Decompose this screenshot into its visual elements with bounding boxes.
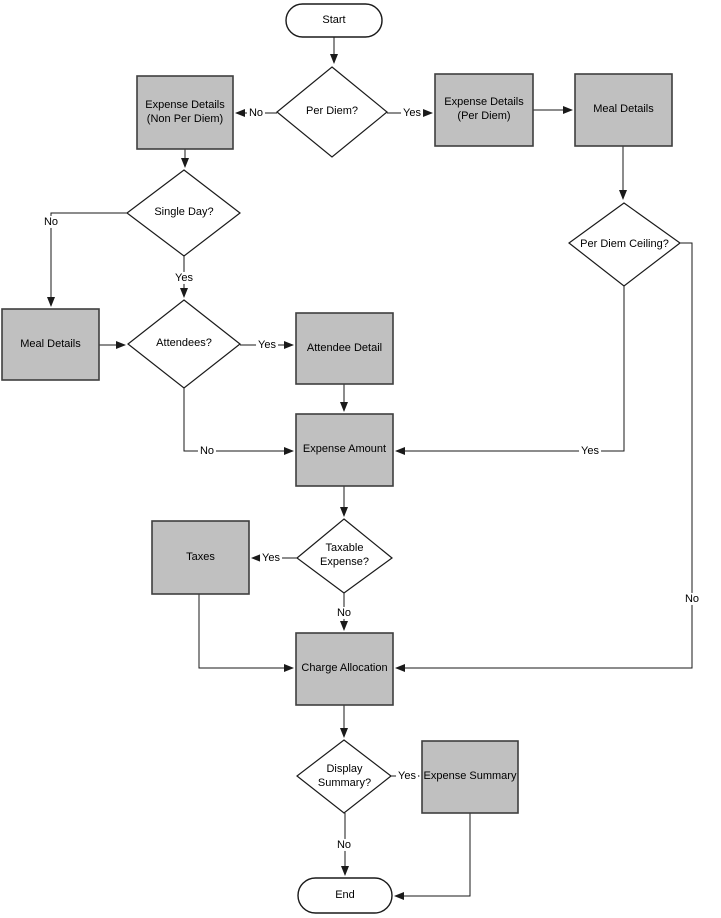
expense-summary-node [421,740,519,814]
expense-details-per-diem-node [434,73,534,147]
edge-taxes-to-charge-allocation [198,594,294,672]
single-day-decision [126,169,241,257]
charge-allocation-node [295,632,394,706]
attendee-detail-node [295,312,394,385]
attendees-decision [127,299,241,389]
display-summary-decision [296,739,392,814]
edge-attendees-no [183,388,294,455]
per-diem-decision [276,66,388,158]
taxable-expense-decision [296,518,393,594]
meal-details-left-node [1,308,100,381]
edge-ceiling-yes [395,286,625,455]
end-node [297,877,393,914]
per-diem-ceiling-decision [568,202,682,287]
taxes-node [151,520,250,595]
edge-ceiling-no [395,242,693,672]
meal-details-top-node [574,73,673,147]
expense-amount-node [295,413,394,487]
edge-expense-summary-to-end [394,813,471,900]
expense-details-non-per-diem-node [136,75,234,150]
start-node [285,3,383,38]
edge-single-day-no [47,212,127,307]
